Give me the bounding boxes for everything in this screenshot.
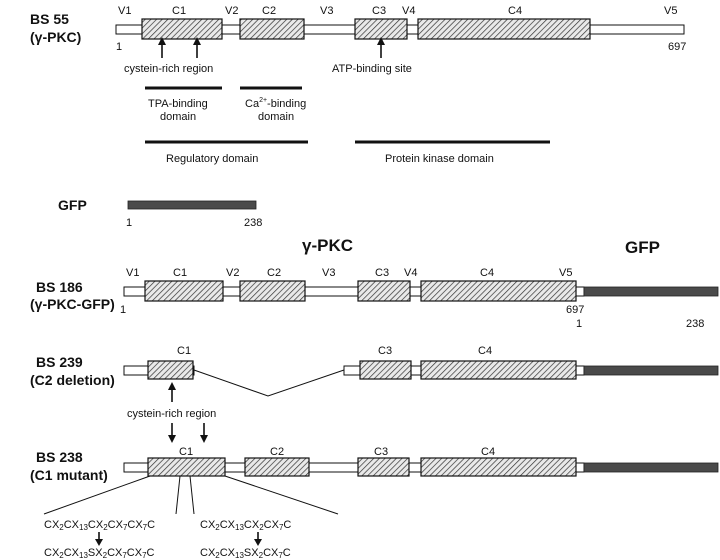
bs186-domain-c4: [420, 280, 577, 302]
seq-left-mutant: CX2CX13SX2CX7CX7C: [44, 547, 155, 560]
bs239-cys-label: cystein-rich region: [127, 408, 216, 420]
bs55-subtitle: (γ-PKC): [30, 29, 81, 45]
bs55-label-c4: C4: [508, 5, 522, 17]
bs186-label-c3: C3: [375, 267, 389, 279]
bs239-label-c3: C3: [378, 345, 392, 357]
bs238-name: BS 238: [36, 449, 83, 465]
kinase-label: Protein kinase domain: [385, 153, 494, 165]
tpa-label-1: TPA-binding: [148, 98, 208, 110]
bs239-name: BS 239: [36, 354, 83, 370]
bs238-domain-c3: [357, 457, 410, 477]
bs238-down-arrows: [168, 423, 208, 443]
bs239-domain-c4: [420, 360, 577, 380]
gfp-start-number: 1: [126, 217, 132, 229]
bs186-name: BS 186: [36, 279, 83, 295]
bs238-gfp-fusion: [583, 462, 719, 473]
bs186-domain-c3: [357, 280, 411, 302]
bs55-cys-arrows: [158, 37, 201, 58]
bs238-label-c2: C2: [270, 446, 284, 458]
bs186-gfp-fusion: [583, 286, 719, 297]
bs55-label-v1: V1: [118, 5, 131, 17]
bs238-domain-c1: [147, 457, 226, 477]
bs186-label-c4: C4: [480, 267, 494, 279]
bs186-gfp-end-number: 238: [686, 318, 704, 330]
bs186-label-v3: V3: [322, 267, 335, 279]
seq-right-mutant: CX2CX13SX2CX7C: [200, 547, 291, 560]
bs186-subtitle: (γ-PKC-GFP): [30, 296, 115, 312]
bs239-subtitle: (C2 deletion): [30, 372, 115, 388]
bs55-cys-label: cystein-rich region: [124, 63, 213, 75]
bs239-domain-c1: [147, 360, 194, 380]
bs55-end-number: 697: [668, 41, 686, 53]
bs186-label-c2: C2: [267, 267, 281, 279]
bs186-pkc-end-number: 697: [566, 304, 584, 316]
bs55-label-c1: C1: [172, 5, 186, 17]
bs55-label-c2: C2: [262, 5, 276, 17]
header-gfp: GFP: [625, 238, 660, 257]
seq-left-arrow: [95, 532, 103, 546]
bs55-label-c3: C3: [372, 5, 386, 17]
bs238-subtitle: (C1 mutant): [30, 467, 108, 483]
gfp-name: GFP: [58, 197, 87, 213]
bs186-domain-c2: [239, 280, 306, 302]
bs239-label-c1: C1: [177, 345, 191, 357]
bs238-label-c3: C3: [374, 446, 388, 458]
bs186-start-number: 1: [120, 304, 126, 316]
seq-left-wildtype: CX2CX13CX2CX7CX7C: [44, 519, 155, 532]
bs55-start-number: 1: [116, 41, 122, 53]
bs55-label-v4: V4: [402, 5, 415, 17]
ca-label-1: Ca2+-binding: [245, 97, 306, 110]
bs55-atp-label: ATP-binding site: [332, 63, 412, 75]
header-pkc: γ-PKC: [302, 236, 353, 255]
bs239-domain-c3: [359, 360, 412, 380]
bs55-domain-c2: [239, 18, 305, 40]
bs55-label-v3: V3: [320, 5, 333, 17]
gfp-bar: [127, 200, 257, 210]
bs55-atp-arrow: [377, 37, 385, 58]
bs55-label-v2: V2: [225, 5, 238, 17]
bs186-label-v4: V4: [404, 267, 417, 279]
bs55-domain-c4: [417, 18, 591, 40]
bs55-name: BS 55: [30, 11, 69, 27]
bs239-label-c4: C4: [478, 345, 492, 357]
bs55-domain-c3: [354, 18, 408, 40]
bs186-label-v5: V5: [559, 267, 572, 279]
bs239-cys-arrow: [168, 382, 176, 402]
bs238-domain-c4: [420, 457, 577, 477]
ca-label-2: domain: [258, 111, 294, 123]
bs55-domain-c1: [141, 18, 223, 40]
bs239-deletion-line: [193, 369, 345, 397]
gfp-end-number: 238: [244, 217, 262, 229]
bs186-label-c1: C1: [173, 267, 187, 279]
bs238-expansion-lines: [43, 475, 339, 515]
bs238-label-c4: C4: [481, 446, 495, 458]
regulatory-label: Regulatory domain: [166, 153, 258, 165]
bs238-label-c1: C1: [179, 446, 193, 458]
tpa-label-2: domain: [160, 111, 196, 123]
bs186-domain-c1: [144, 280, 224, 302]
seq-right-arrow: [254, 532, 262, 546]
seq-right-wildtype: CX2CX13CX2CX7C: [200, 519, 291, 532]
bs186-label-v2: V2: [226, 267, 239, 279]
bs186-gfp-start-number: 1: [576, 318, 582, 330]
bs239-gfp-fusion: [583, 365, 719, 376]
bs55-label-v5: V5: [664, 5, 677, 17]
bs238-domain-c2: [244, 457, 310, 477]
bs186-label-v1: V1: [126, 267, 139, 279]
